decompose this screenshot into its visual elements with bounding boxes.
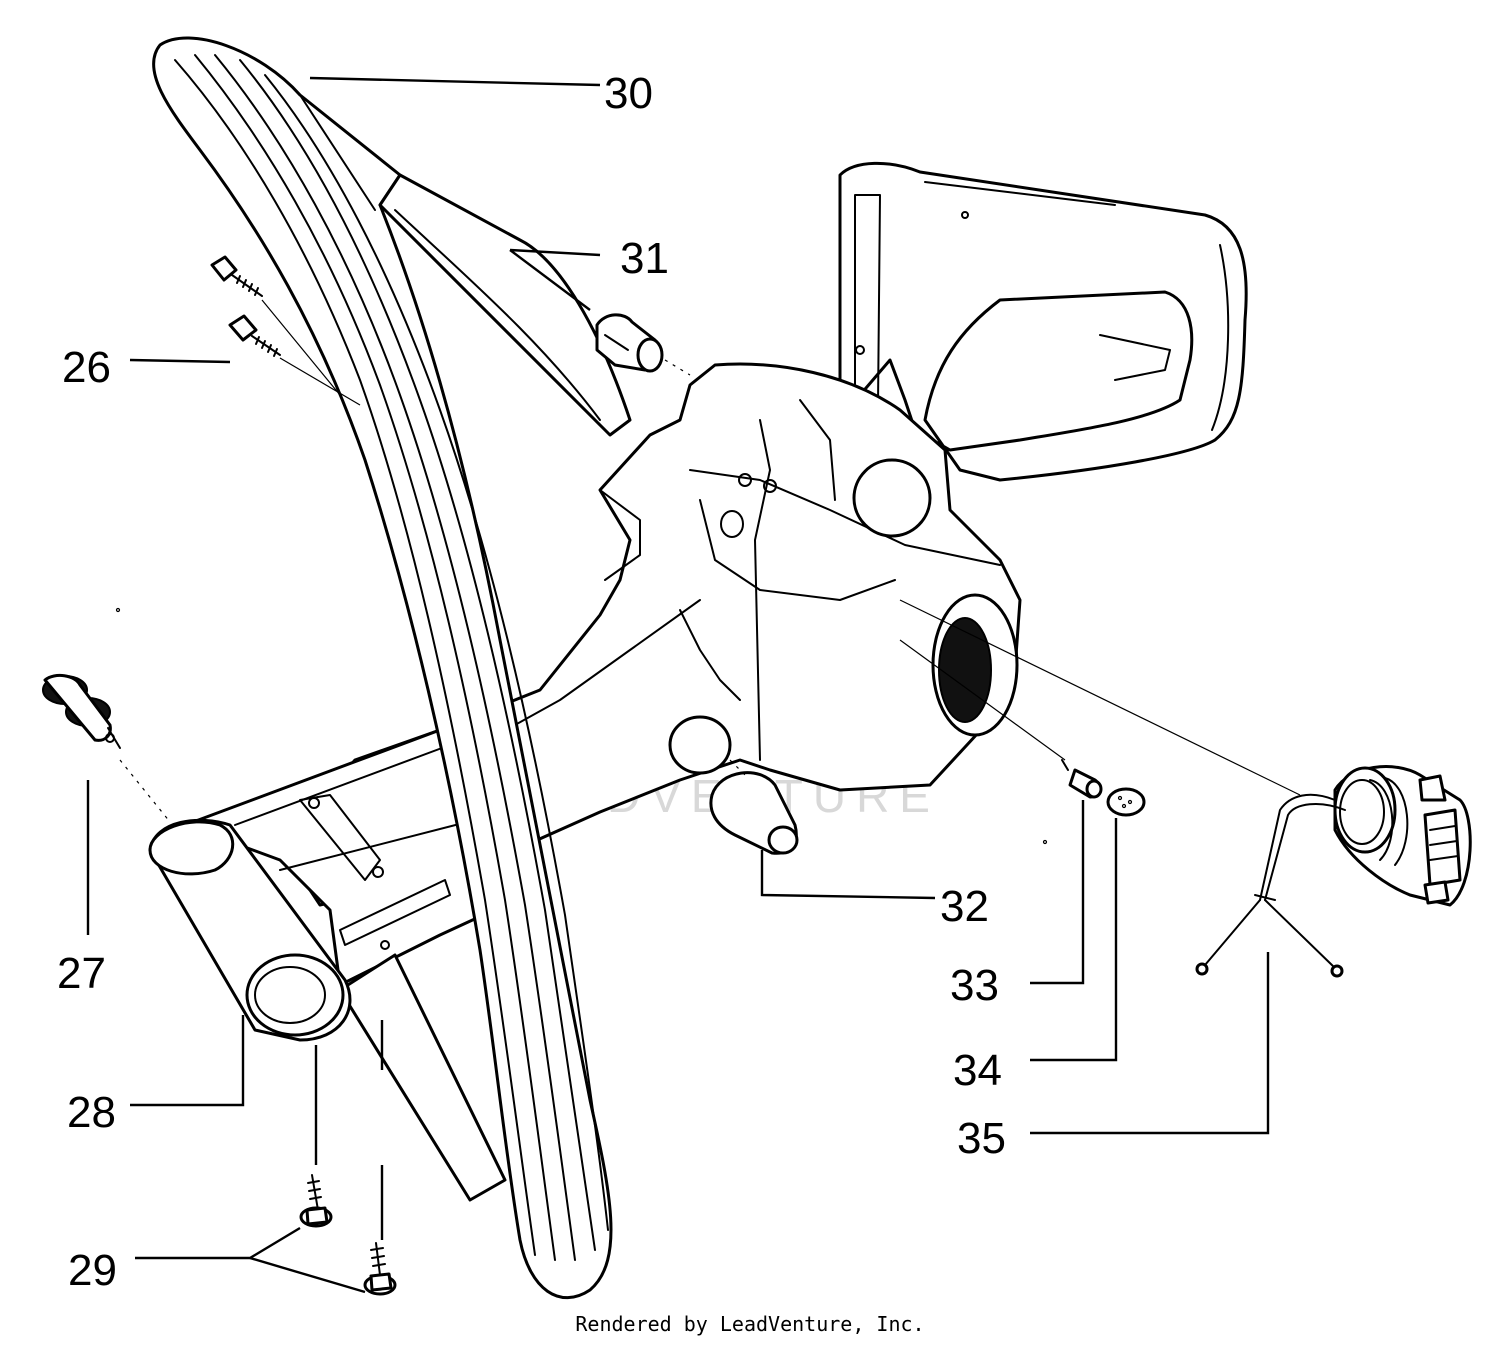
credit-text: Rendered by LeadVenture, Inc.	[575, 1312, 924, 1336]
part-34-filter	[1106, 787, 1146, 817]
part-27-buffer	[42, 607, 171, 823]
callout-26: 26	[62, 343, 111, 392]
callout-35: 35	[957, 1114, 1006, 1163]
callout-29: 29	[68, 1246, 117, 1295]
part-28-sleeve	[148, 818, 352, 1042]
callout-34: 34	[953, 1046, 1002, 1095]
part-30-front-handle	[152, 36, 632, 1300]
callout-33: 33	[950, 961, 999, 1010]
callout-31: 31	[620, 234, 669, 283]
callout-27: 27	[57, 949, 106, 998]
part-35-cap	[899, 599, 1472, 978]
part-29-screws	[299, 1174, 397, 1296]
callout-labels: 26 27 28 29 30 31 32 33 34 35	[57, 69, 1006, 1295]
part-33-bushing	[899, 639, 1103, 799]
leader-lines	[86, 76, 1270, 1294]
callout-28: 28	[67, 1088, 116, 1137]
callout-30: 30	[604, 69, 653, 118]
part-31-plug	[595, 313, 691, 376]
part-32-cone	[709, 759, 799, 855]
callout-32: 32	[940, 882, 989, 931]
part-26-screws	[210, 255, 361, 406]
mount-bracket	[183, 728, 507, 1202]
rear-handle	[838, 161, 1248, 482]
